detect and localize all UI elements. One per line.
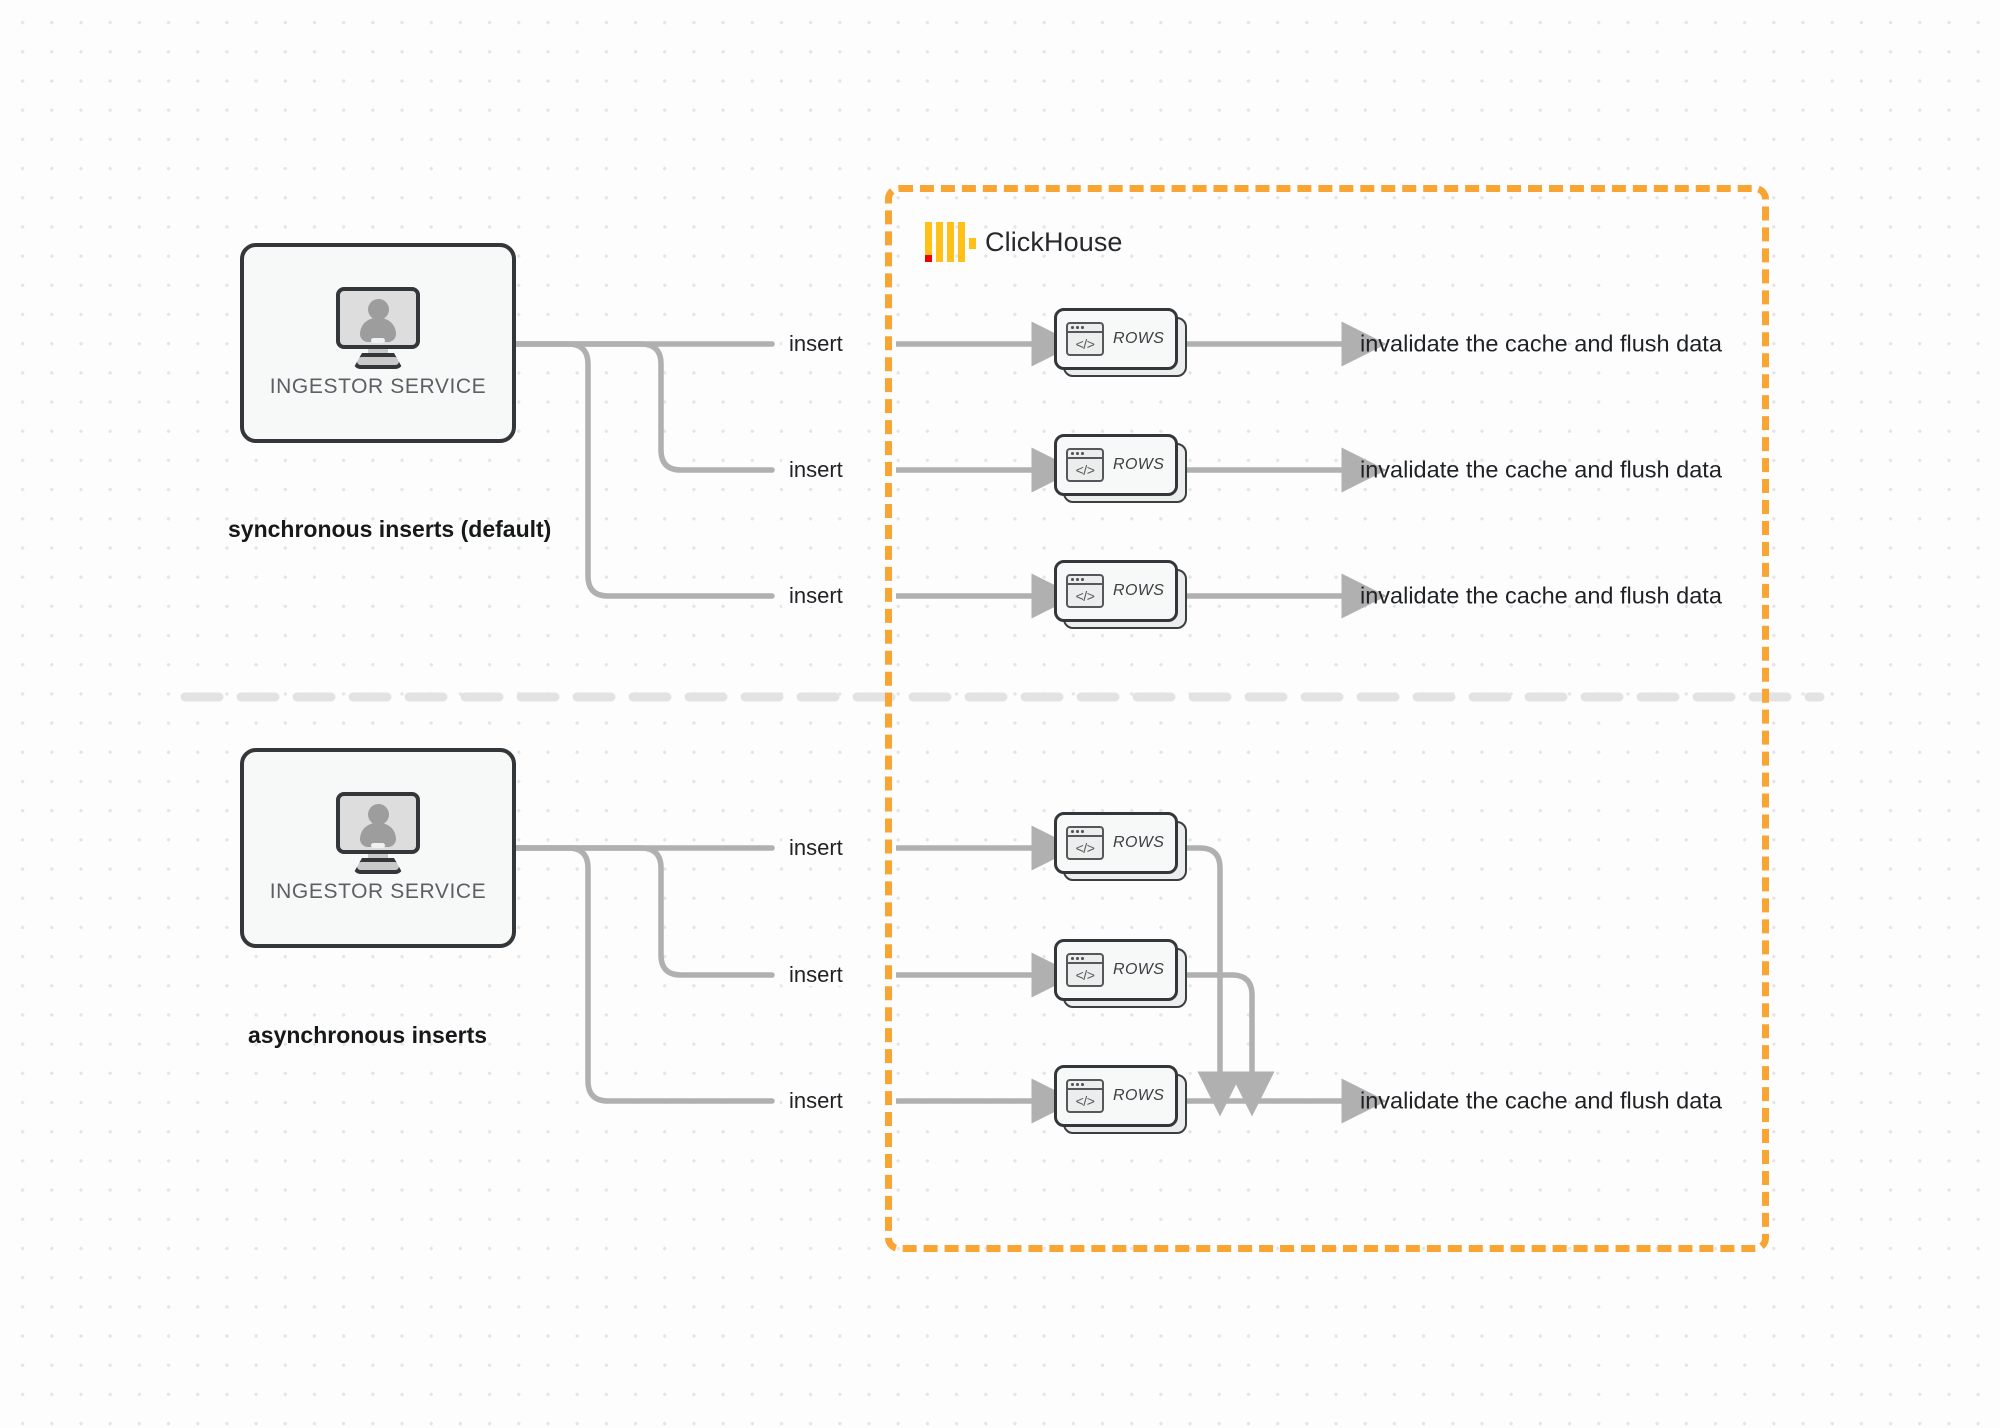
code-window-icon: </> [1066,953,1104,987]
rows-card-front-layer: </> ROWS [1054,939,1178,1001]
rows-card-sync-2[interactable]: </> ROWS [1054,434,1187,503]
wire-async-branch-3 [513,845,775,1104]
rows-card-async-3[interactable]: </> ROWS [1054,1065,1187,1134]
rows-card-label: ROWS [1113,834,1165,851]
code-window-icon: </> [1066,826,1104,860]
clickhouse-boundary [885,185,1769,1252]
rows-card-label: ROWS [1113,330,1165,347]
code-window-icon: </> [1066,574,1104,608]
wire-sync-branch-2 [513,341,775,473]
edge-label-insert-sync-3: insert [782,585,850,607]
rows-card-label: ROWS [1113,1087,1165,1104]
user-monitor-icon [332,287,424,369]
code-window-icon: </> [1066,448,1104,482]
wire-sync-branch-3 [513,341,775,599]
sink-label-sync-2: invalidate the cache and flush data [1360,456,1722,483]
user-monitor-icon [332,792,424,874]
code-window-icon: </> [1066,1079,1104,1113]
sink-label-sync-3: invalidate the cache and flush data [1360,582,1722,609]
edge-label-insert-sync-1: insert [782,333,850,355]
section-label-synchronous: synchronous inserts (default) [228,516,552,542]
rows-card-front-layer: </> ROWS [1054,560,1178,622]
clickhouse-brand: ClickHouse [925,222,1123,262]
rows-card-async-1[interactable]: </> ROWS [1054,812,1187,881]
ingestor-service-label: INGESTOR SERVICE [269,375,487,398]
rows-card-label: ROWS [1113,456,1165,473]
section-label-asynchronous: asynchronous inserts [248,1022,488,1048]
rows-card-front-layer: </> ROWS [1054,434,1178,496]
rows-card-label: ROWS [1113,582,1165,599]
ingestor-service-sync[interactable]: INGESTOR SERVICE [240,243,516,443]
edge-label-insert-sync-2: insert [782,459,850,481]
edge-label-insert-async-2: insert [782,964,850,986]
rows-card-front-layer: </> ROWS [1054,812,1178,874]
code-window-icon: </> [1066,322,1104,356]
rows-card-front-layer: </> ROWS [1054,308,1178,370]
rows-card-front-layer: </> ROWS [1054,1065,1178,1127]
clickhouse-wordmark: ClickHouse [985,226,1123,257]
clickhouse-logo-icon [925,222,976,262]
edge-label-insert-async-3: insert [782,1090,850,1112]
rows-card-sync-1[interactable]: </> ROWS [1054,308,1187,377]
ingestor-service-async[interactable]: INGESTOR SERVICE [240,748,516,948]
rows-card-label: ROWS [1113,961,1165,978]
ingestor-service-label: INGESTOR SERVICE [269,880,487,903]
sink-label-async-merged: invalidate the cache and flush data [1360,1087,1722,1114]
rows-card-sync-3[interactable]: </> ROWS [1054,560,1187,629]
rows-card-async-2[interactable]: </> ROWS [1054,939,1187,1008]
edge-label-insert-async-1: insert [782,837,850,859]
wire-async-branch-2 [513,845,775,978]
sink-label-sync-1: invalidate the cache and flush data [1360,330,1722,357]
